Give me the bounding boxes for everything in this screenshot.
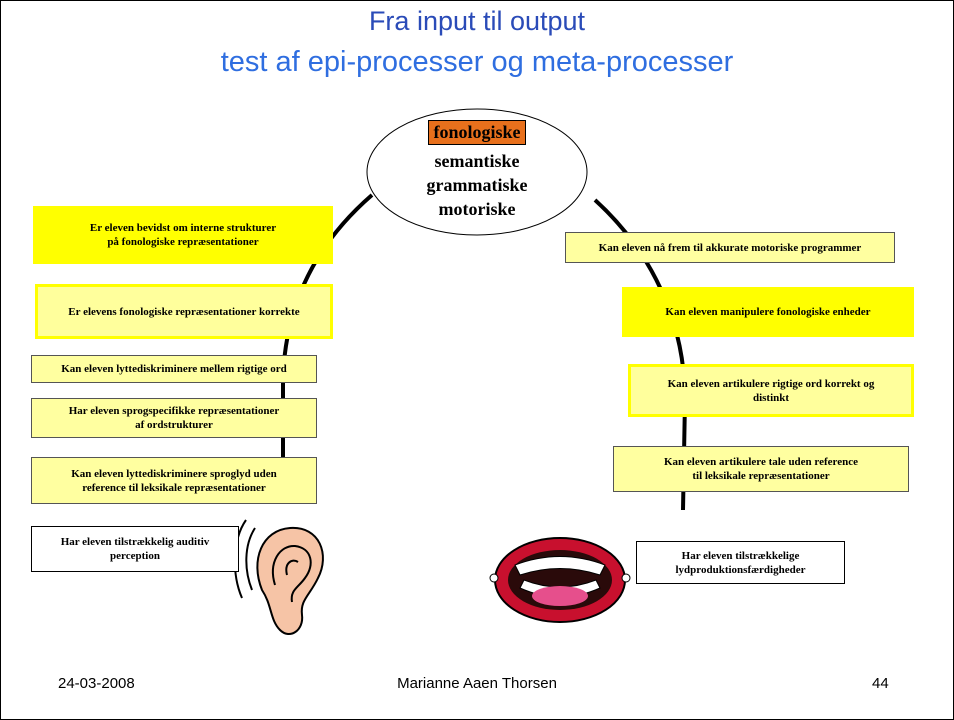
left-box-6-line1: Har eleven tilstrækkelig auditiv — [60, 536, 210, 548]
ear-icon — [234, 519, 324, 635]
right-box-2: Kan eleven manipulere fonologiske enhede… — [622, 287, 914, 337]
right-box-4-line2: til leksikale repræsentationer — [692, 470, 830, 482]
mouth-icon — [489, 537, 631, 623]
center-grammatiske: grammatiske — [426, 175, 528, 195]
left-box-5-line1: Kan eleven lyttediskriminere sproglyd ud… — [71, 467, 277, 480]
slide-subtitle: test af epi-processer og meta-processer — [220, 46, 734, 78]
left-box-5-line2: reference til leksikale repræsentationer — [82, 481, 266, 494]
center-motoriske: motoriske — [438, 199, 516, 219]
right-box-5-line2: lydproduktionsfærdigheder — [675, 563, 806, 576]
center-semantiske: semantiske — [434, 151, 520, 171]
right-box-1: Kan eleven nå frem til akkurate motorisk… — [565, 232, 895, 263]
right-box-5-line1: Har eleven tilstrækkelige — [681, 549, 800, 562]
left-box-5: Kan eleven lyttediskriminere sproglyd ud… — [31, 457, 317, 504]
footer-page-number: 44 — [872, 675, 889, 692]
right-box-3-line2: distinkt — [752, 391, 790, 404]
left-box-1: Er eleven bevidst om interne strukturer p… — [33, 206, 333, 264]
left-box-1-line1: Er eleven bevidst om interne strukturer — [89, 222, 277, 234]
left-box-6: Har eleven tilstrækkelig auditiv percepti… — [31, 526, 239, 572]
right-box-1-line1: Kan eleven nå frem til akkurate motorisk… — [598, 241, 862, 254]
right-box-3: Kan eleven artikulere rigtige ord korrek… — [628, 364, 914, 417]
slide-title: Fra input til output — [368, 6, 586, 36]
left-box-4-line2: af ordstrukturer — [135, 419, 213, 431]
left-box-4: Har eleven sprogspecifikke repræsentatio… — [31, 398, 317, 438]
right-box-4: Kan eleven artikulere tale uden referenc… — [613, 446, 909, 492]
fonologiske-tag: fonologiske — [428, 120, 526, 145]
center-highlight: fonologiske — [0, 120, 954, 145]
left-box-4-line1: Har eleven sprogspecifikke repræsentatio… — [68, 405, 280, 417]
left-box-3: Kan eleven lyttediskriminere mellem rigt… — [31, 355, 317, 383]
left-box-6-line2: perception — [110, 550, 160, 562]
left-box-2: Er elevens fonologiske repræsentationer … — [35, 284, 333, 339]
left-box-1-line2: på fonologiske repræsentationer — [107, 236, 259, 248]
right-box-3-line1: Kan eleven artikulere rigtige ord korrek… — [667, 377, 875, 390]
footer-date: 24-03-2008 — [58, 675, 135, 692]
left-box-3-line1: Kan eleven lyttediskriminere mellem rigt… — [61, 363, 287, 375]
right-box-2-line1: Kan eleven manipulere fonologiske enhede… — [665, 306, 871, 318]
left-box-2-line1: Er elevens fonologiske repræsentationer … — [68, 305, 300, 318]
center-oval — [366, 108, 588, 236]
right-box-4-line1: Kan eleven artikulere tale uden referenc… — [664, 456, 858, 468]
footer-author: Marianne Aaen Thorsen — [397, 675, 557, 692]
